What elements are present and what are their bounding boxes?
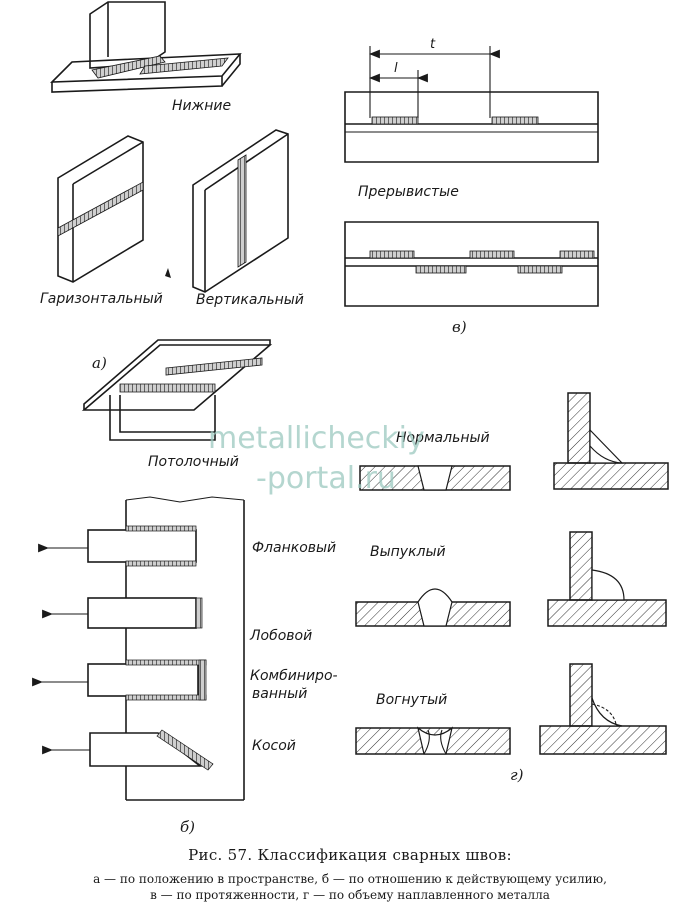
label-kosoy: Косой [252, 738, 296, 754]
weld-classification-figure: Нижние Гаризонтальный Вертикальный а) По… [32, 1, 669, 836]
label-preryvistye: Прерывистые [358, 184, 459, 200]
label-l: l [394, 61, 398, 76]
label-vertikalny: Вертикальный [196, 292, 304, 308]
vertical-weld-drawing [192, 129, 289, 293]
flat-weld-drawing [49, 1, 242, 93]
label-kombinirovanny-1: Комбиниро- [250, 668, 338, 684]
label-vognuty: Вогнутый [376, 692, 447, 708]
letter-v: в) [452, 318, 467, 336]
watermark-line2: -portal.ru [256, 461, 396, 496]
intermittent-weld-drawing-1 [344, 46, 599, 163]
label-flankovy: Фланковый [252, 540, 336, 556]
overhead-weld-drawing [81, 339, 273, 441]
letter-b: б) [180, 818, 195, 836]
figure-caption-line2: в — по протяженности, г — по объему напл… [150, 888, 550, 902]
letter-g: г) [510, 766, 524, 784]
concave-weld-drawing [355, 663, 667, 755]
ink-dot [165, 268, 171, 278]
label-normalny: Нормальный [396, 430, 490, 446]
label-kombinirovanny-2: ванный [252, 686, 307, 702]
label-vypukly: Выпуклый [370, 544, 446, 560]
horizontal-weld-drawing [57, 135, 144, 283]
label-gorizontalny: Гаризонтальный [40, 291, 163, 307]
label-nizhnie: Нижние [172, 98, 231, 114]
label-lobovoy: Лобовой [249, 628, 312, 644]
figure-caption-title: Рис. 57. Классификация сварных швов: [188, 846, 512, 864]
force-direction-drawing [32, 496, 245, 801]
label-t: t [430, 37, 436, 52]
figure-caption-line1: а — по положению в пространстве, б — по … [93, 872, 607, 886]
convex-weld-drawing [355, 531, 667, 627]
label-potolochny: Потолочный [148, 454, 239, 470]
normal-weld-drawing [359, 392, 669, 491]
intermittent-weld-drawing-2 [344, 221, 599, 307]
letter-a: а) [92, 354, 107, 372]
watermark-line1: metallicheckiy [208, 421, 425, 456]
